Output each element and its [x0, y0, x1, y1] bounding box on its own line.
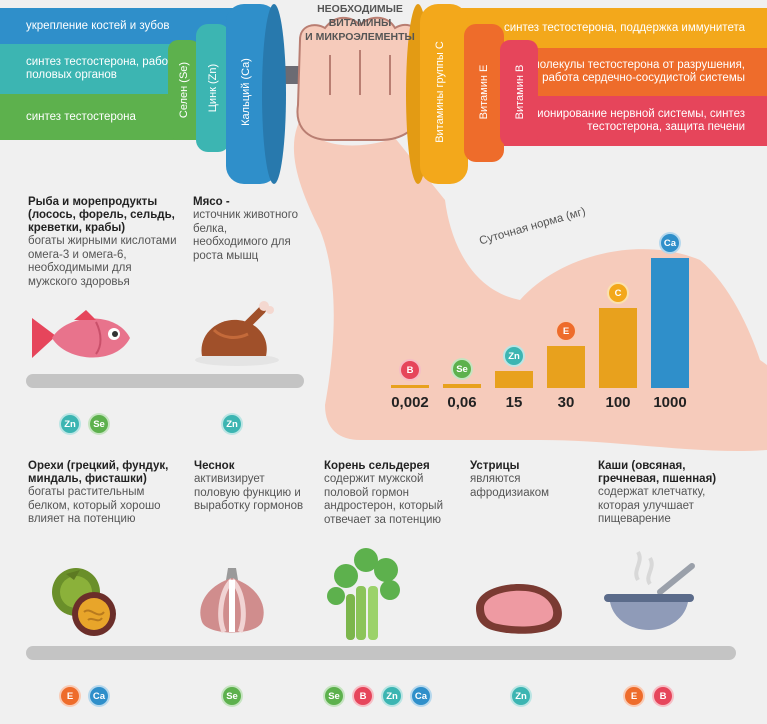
- chart-bar-se: [443, 384, 481, 388]
- chart-bar-ca: [651, 258, 689, 388]
- disc-vitamin-b-label: Витамин В: [514, 64, 526, 120]
- food-celery-desc: содержит мужской половой гормон андросте…: [324, 473, 443, 526]
- badge-fish-zn: Zn: [59, 413, 81, 435]
- chart-badge-ca: Ca: [659, 232, 681, 254]
- badge-porridge-e: E: [623, 685, 645, 707]
- badge-celery-se: Se: [323, 685, 345, 707]
- food-meat-desc: источник животного белка, необходимого д…: [193, 209, 299, 262]
- disc-calcium-label: Кальций (Ca): [240, 58, 252, 126]
- badge-porridge-b: B: [652, 685, 674, 707]
- food-celery: Корень сельдерея содержит мужской полово…: [324, 460, 454, 527]
- food-porridge-title: Каши (овсяная, гречневая, пшенная): [598, 460, 717, 485]
- food-oysters: Устрицы являются афродизиаком: [470, 460, 580, 500]
- food-celery-title: Корень сельдерея: [324, 460, 430, 472]
- chart-value-c: 100: [605, 394, 631, 411]
- food-meat: Мясо - источник животного белка, необход…: [193, 196, 305, 263]
- garlic-icon: [200, 568, 264, 633]
- badge-celery-ca: Ca: [410, 685, 432, 707]
- fish-icon: [32, 310, 130, 358]
- chart-value-b: 0,002: [391, 394, 429, 411]
- chart-badge-e: E: [555, 320, 577, 342]
- chart-bar-zn: [495, 371, 533, 388]
- food-garlic-desc: активизирует половую функцию и выработку…: [194, 473, 304, 512]
- disc-selenium-label: Селен (Se): [178, 61, 190, 119]
- chicken-icon: [195, 301, 279, 366]
- food-nuts: Орехи (грецкий, фундук, миндаль, фисташк…: [28, 460, 173, 527]
- food-fish-desc: богаты жирными кислотами омега-3 и омега…: [28, 235, 177, 288]
- disc-vitamin-e-shape: [464, 24, 504, 162]
- header-line1: НЕОБХОДИМЫЕ ВИТАМИНЫ: [317, 3, 403, 29]
- tray-bottom: [26, 646, 736, 660]
- chart-value-zn: 15: [505, 394, 523, 411]
- header-title: НЕОБХОДИМЫЕ ВИТАМИНЫ И МИКРОЭЛЕМЕНТЫ: [290, 2, 430, 44]
- disc-zinc-label: Цинк (Zn): [207, 63, 219, 113]
- food-meat-title: Мясо -: [193, 196, 230, 208]
- chart-bar-e: [547, 346, 585, 388]
- food-nuts-title: Орехи (грецкий, фундук, миндаль, фисташк…: [28, 460, 169, 485]
- food-garlic-title: Чеснок: [194, 460, 235, 472]
- chart-bar-c: [599, 308, 637, 388]
- badge-celery-zn: Zn: [381, 685, 403, 707]
- daily-norm-chart: B 0,002 Se 0,06 Zn 15 E 30 C 100 Ca 1000: [385, 230, 705, 415]
- chart-value-ca: 1000: [653, 394, 687, 411]
- chart-badge-zn: Zn: [503, 345, 525, 367]
- disc-vitamin-b-shape: [500, 40, 538, 146]
- badge-celery-b: B: [352, 685, 374, 707]
- badge-garlic-se: Se: [221, 685, 243, 707]
- food-oysters-title: Устрицы: [470, 460, 520, 472]
- disc-vitamin-c-label: Витамины группы С: [434, 41, 446, 143]
- food-fish: Рыба и морепродукты (лосось, форель, сел…: [28, 196, 178, 289]
- header-line2: И МИКРОЭЛЕМЕНТЫ: [305, 31, 415, 43]
- badge-fish-se: Se: [88, 413, 110, 435]
- porridge-bowl-icon: [604, 550, 695, 630]
- disc-vitamin-e-label: Витамин Е: [478, 64, 490, 120]
- food-porridge: Каши (овсяная, гречневая, пшенная) содер…: [598, 460, 748, 527]
- nuts-icon: [52, 568, 116, 636]
- disc-selenium-shape: [168, 40, 200, 140]
- celery-icon: [327, 548, 400, 640]
- disc-zinc-shape: [196, 24, 230, 152]
- oyster-icon: [476, 584, 562, 634]
- chart-badge-c: C: [607, 282, 629, 304]
- food-garlic: Чеснок активизирует половую функцию и вы…: [194, 460, 306, 514]
- badge-nuts-ca: Ca: [88, 685, 110, 707]
- food-porridge-desc: содержат клетчатку, которая улучшает пищ…: [598, 486, 706, 525]
- food-fish-title: Рыба и морепродукты (лосось, форель, сел…: [28, 196, 175, 234]
- food-nuts-desc: богаты растительным белком, который хоро…: [28, 486, 161, 525]
- badge-meat-zn: Zn: [221, 413, 243, 435]
- badge-oysters-zn: Zn: [510, 685, 532, 707]
- tray-top: [26, 374, 304, 388]
- chart-value-e: 30: [557, 394, 575, 411]
- fist-shape: [296, 16, 422, 141]
- chart-badge-se: Se: [451, 358, 473, 380]
- chart-badge-b: B: [399, 359, 421, 381]
- food-oysters-desc: являются афродизиаком: [470, 473, 550, 499]
- disc-vitamin-c-shape: [420, 4, 468, 184]
- chart-value-se: 0,06: [447, 394, 477, 411]
- badge-nuts-e: E: [59, 685, 81, 707]
- chart-bar-b: [391, 385, 429, 388]
